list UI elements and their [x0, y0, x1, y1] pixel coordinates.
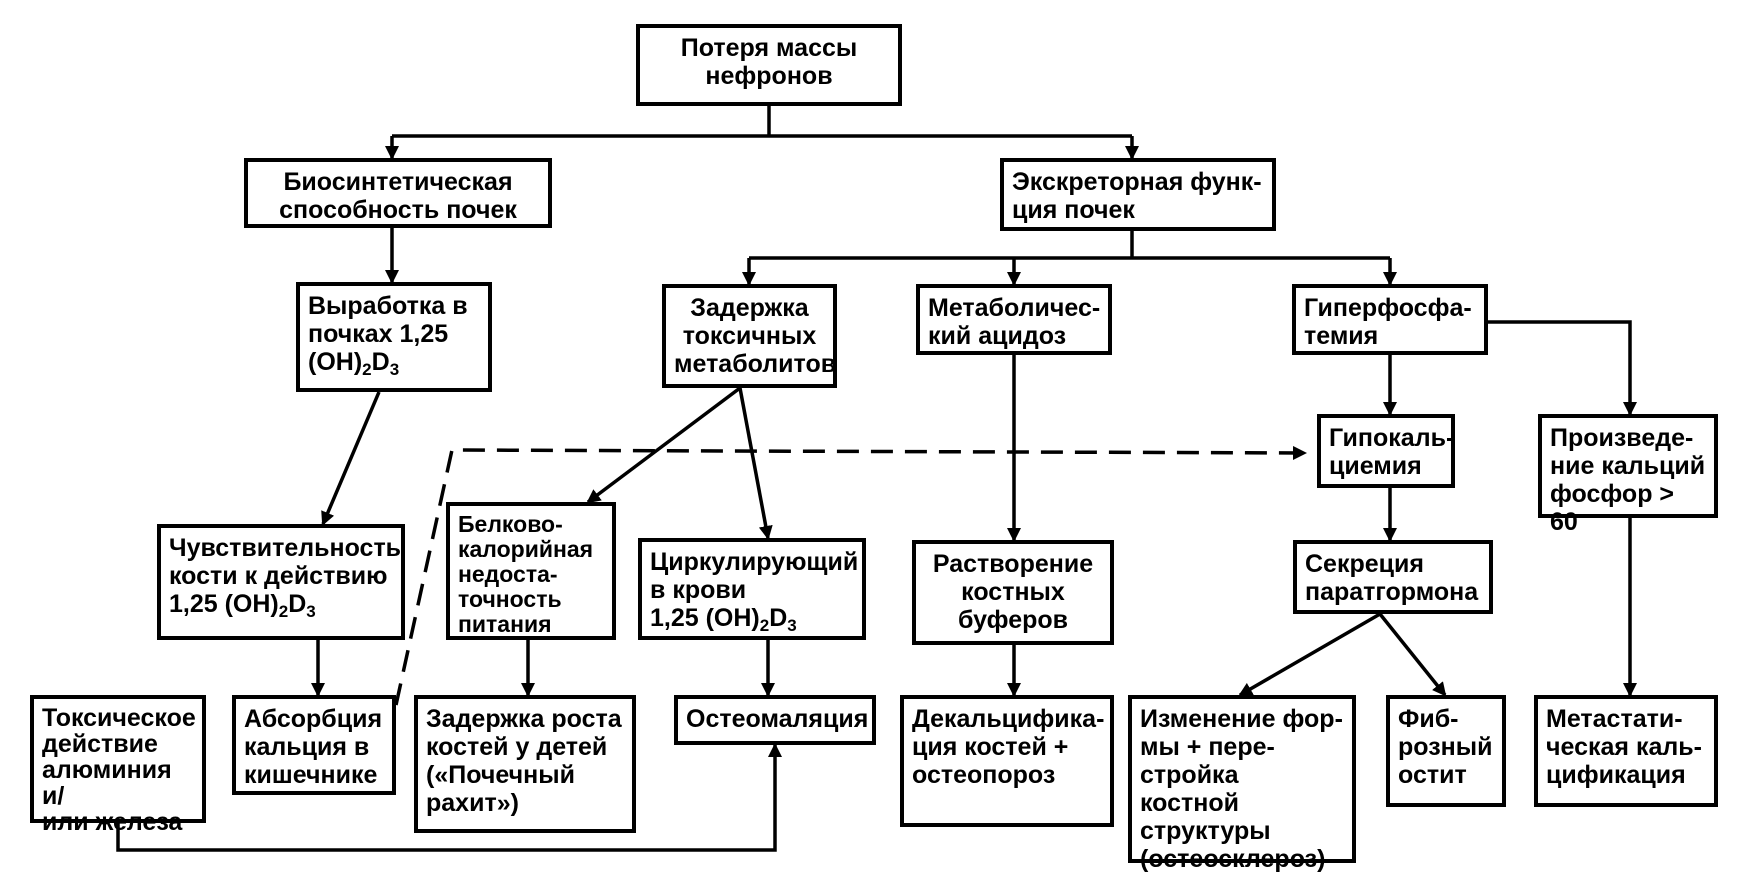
node-toxin-retention: Задержка токсичных метаболитов	[662, 284, 837, 388]
node-text: Произведе- ние кальций фосфор > 60	[1550, 424, 1706, 536]
node-metabolic-acidosis: Метаболичес- кий ацидоз	[916, 284, 1112, 355]
node-vitd-production: Выработка в почках 1,25 (OH)2D3	[296, 282, 492, 392]
node-hyperphosphatemia: Гиперфосфа- темия	[1292, 284, 1488, 355]
node-text: Задержка роста костей у детей («Почечный…	[426, 705, 622, 817]
node-osteosclerosis: Изменение фор- мы + пере- стройка костно…	[1128, 695, 1356, 873]
edge-toxin-to-protein	[586, 386, 742, 504]
node-biosynthetic-capacity: Биосинтетическая способность почек	[244, 158, 552, 228]
node-text: D	[769, 604, 788, 632]
node-growth-delay: Задержка роста костей у детей («Почечный…	[414, 695, 636, 833]
node-excretory-function: Экскреторная функ- ция почек	[1000, 158, 1276, 231]
edge-toxin-to-circ	[738, 387, 773, 540]
node-fibrous-osteitis: Фиб- розный остит	[1386, 695, 1506, 807]
subscript: 3	[389, 360, 400, 379]
edge-root-to-biosynth	[392, 134, 1132, 158]
node-protein-calorie-deficit: Белково- калорийная недоста- точность пи…	[446, 502, 616, 640]
node-text: Циркулирующий в крови 1,25 (OH)	[650, 548, 859, 632]
edge-pth-to-fibrous	[1378, 612, 1447, 697]
node-text: D	[371, 348, 390, 376]
subscript: 2	[278, 602, 289, 621]
node-circulating-vitd: Циркулирующий в крови 1,25 (OH)2D3	[638, 538, 866, 640]
node-ca-p-product: Произведе- ние кальций фосфор > 60	[1538, 414, 1718, 536]
node-buffer-dissolution: Растворение костных буферов	[912, 540, 1114, 645]
node-text: Декальцифика- ция костей + остеопороз	[912, 705, 1105, 789]
node-nephron-mass-loss: Потеря массы нефронов	[636, 24, 902, 106]
node-bone-sensitivity: Чувствительность кости к действию 1,25 (…	[157, 524, 405, 640]
subscript: 2	[362, 360, 372, 379]
node-text: Потеря массы нефронов	[680, 34, 858, 90]
subscript: 3	[787, 616, 797, 635]
node-text: D	[288, 590, 307, 618]
edge-toxic-to-osteomalacia	[116, 743, 782, 852]
node-text: Белково- калорийная недоста- точность пи…	[458, 511, 594, 637]
node-text: Изменение фор- мы + пере- стройка костно…	[1140, 705, 1343, 873]
node-hypocalcemia: Гипокаль- циемия	[1317, 414, 1455, 488]
node-text: Секреция паратгормона	[1305, 550, 1479, 606]
edge-hyperphos-to-product	[1488, 320, 1637, 416]
node-text: Растворение костных буферов	[932, 550, 1094, 634]
node-calcium-absorption: Абсорбция кальция в кишечнике	[232, 695, 396, 795]
node-text: Гиперфосфа- темия	[1304, 294, 1472, 350]
edge-absorption-to-hypocalc-dashed	[394, 445, 1307, 706]
node-text: Остеомаляция	[686, 705, 869, 733]
node-text: Метаболичес- кий ацидоз	[928, 294, 1101, 350]
node-text: Выработка в почках 1,25 (OH)	[308, 292, 468, 376]
node-metastatic-calcification: Метастати- ческая каль- цификация	[1534, 695, 1718, 807]
node-toxic-aluminium-iron: Токсическое действие алюминия и/ или жел…	[30, 695, 206, 835]
node-pth-secretion: Секреция паратгормона	[1293, 540, 1493, 614]
node-text: Фиб- розный остит	[1398, 705, 1493, 789]
node-text: Токсическое действие алюминия и/ или жел…	[42, 704, 196, 836]
node-text: Задержка токсичных метаболитов	[674, 294, 837, 378]
node-decalcification: Декальцифика- ция костей + остеопороз	[900, 695, 1114, 827]
node-osteomalacia: Остеомаляция	[674, 695, 876, 745]
node-text: Абсорбция кальция в кишечнике	[244, 705, 383, 789]
node-text: Гипокаль- циемия	[1329, 424, 1455, 480]
edge-pth-to-osteosclerosis	[1238, 612, 1381, 697]
subscript: 3	[306, 602, 316, 621]
node-text: Метастати- ческая каль- цификация	[1546, 705, 1702, 789]
node-text: Биосинтетическая способность почек	[279, 168, 517, 224]
node-text: Чувствительность кости к действию 1,25 (…	[169, 534, 402, 618]
subscript: 2	[759, 616, 770, 635]
edge-vitd-to-bonesens	[321, 391, 381, 526]
node-text: Экскреторная функ- ция почек	[1012, 168, 1262, 224]
